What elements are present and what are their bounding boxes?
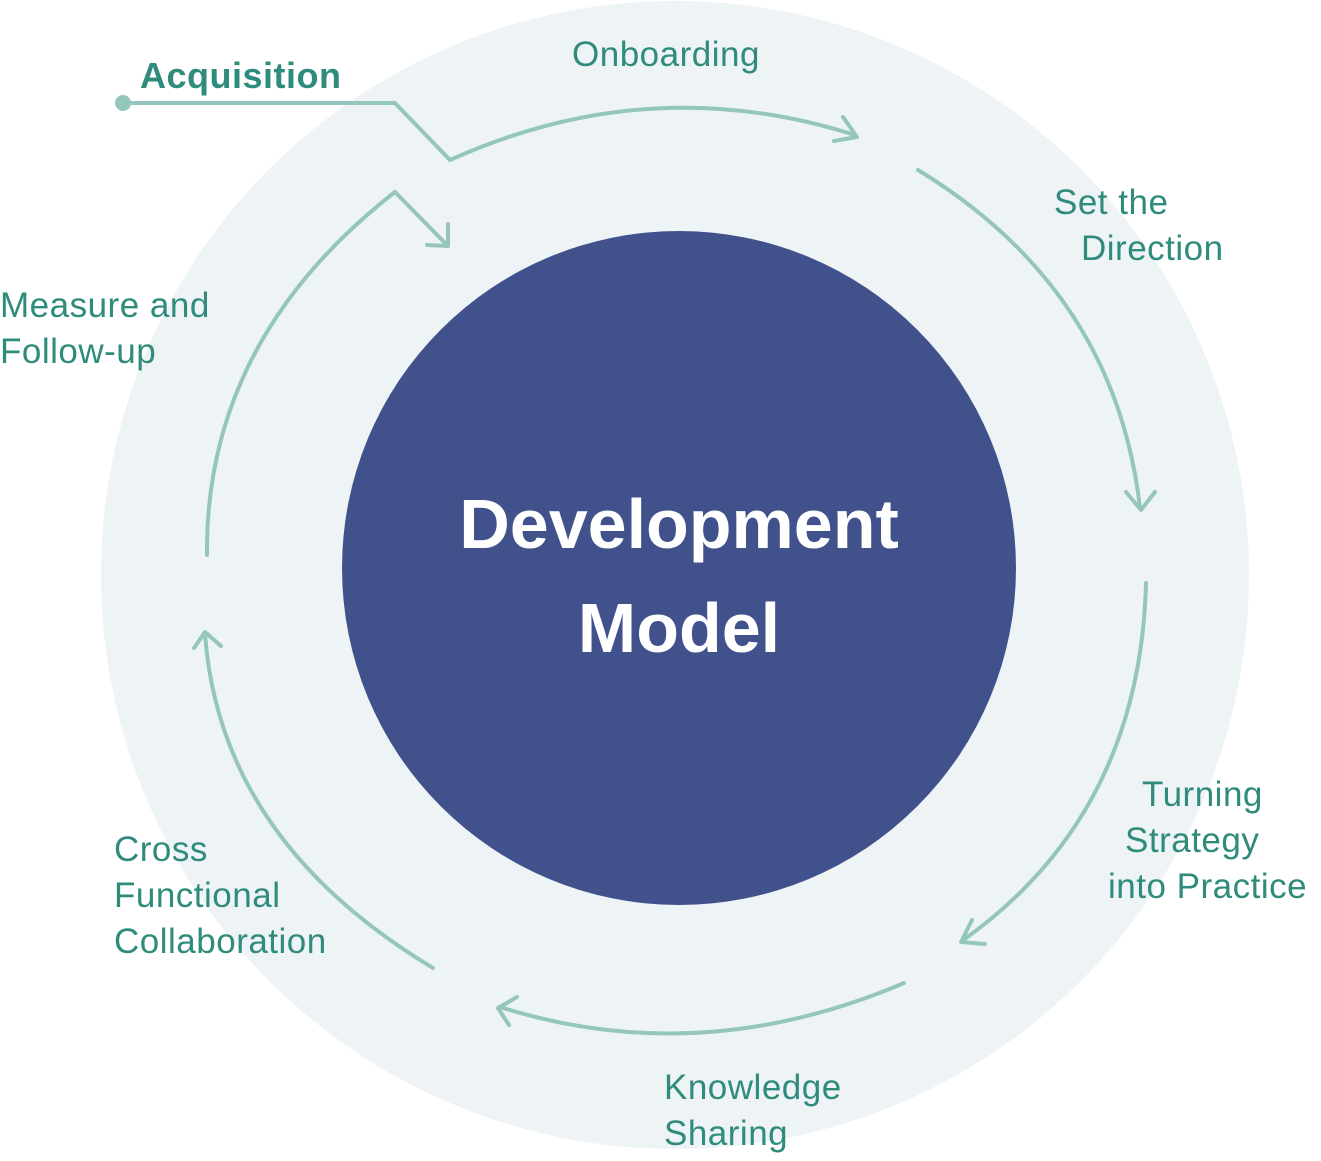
- stage-label-line: Cross: [114, 830, 208, 869]
- acquisition-label: Acquisition: [140, 55, 342, 96]
- stage-label-line: Measure and: [0, 286, 210, 325]
- arrow-set-direction: [916, 168, 1142, 510]
- arrowhead-return-to-center: [425, 222, 450, 248]
- stage-label-line: Collaboration: [114, 922, 327, 961]
- arrow-cross-functional: [203, 632, 435, 970]
- stage-label-line: Functional: [114, 876, 280, 915]
- stage-label-line: Turning: [1142, 775, 1263, 814]
- arrowhead-knowledge-sharing: [496, 995, 519, 1027]
- arrow-knowledge-sharing: [498, 981, 906, 1036]
- stage-label-onboarding: Onboarding: [572, 35, 760, 74]
- stage-label-line: Strategy: [1125, 821, 1259, 860]
- stage-label-line: Follow-up: [0, 332, 156, 371]
- arrowhead-cross-functional: [192, 630, 223, 650]
- arrowhead-turning-strategy: [959, 918, 987, 946]
- center-title-line-2: Model: [578, 589, 780, 667]
- stage-label-line: Onboarding: [572, 35, 760, 74]
- stage-label-line: Knowledge: [664, 1068, 842, 1107]
- center-circle: [342, 231, 1016, 905]
- arrowhead-set-direction: [1124, 490, 1157, 512]
- arrow-return-to-center: [393, 190, 449, 247]
- stage-label-line: Direction: [1081, 229, 1224, 268]
- stage-label-line: Set the: [1054, 183, 1168, 222]
- arrow-measure-follow-up: [204, 190, 397, 557]
- stage-label-line: Sharing: [664, 1114, 788, 1153]
- arrow-turning-strategy: [960, 581, 1148, 943]
- stage-label-line: into Practice: [1108, 867, 1307, 906]
- arrowhead-onboarding: [832, 115, 859, 143]
- acquisition-connector-line: [121, 101, 452, 162]
- center-title-line-1: Development: [459, 485, 899, 563]
- arrow-onboarding: [448, 105, 857, 162]
